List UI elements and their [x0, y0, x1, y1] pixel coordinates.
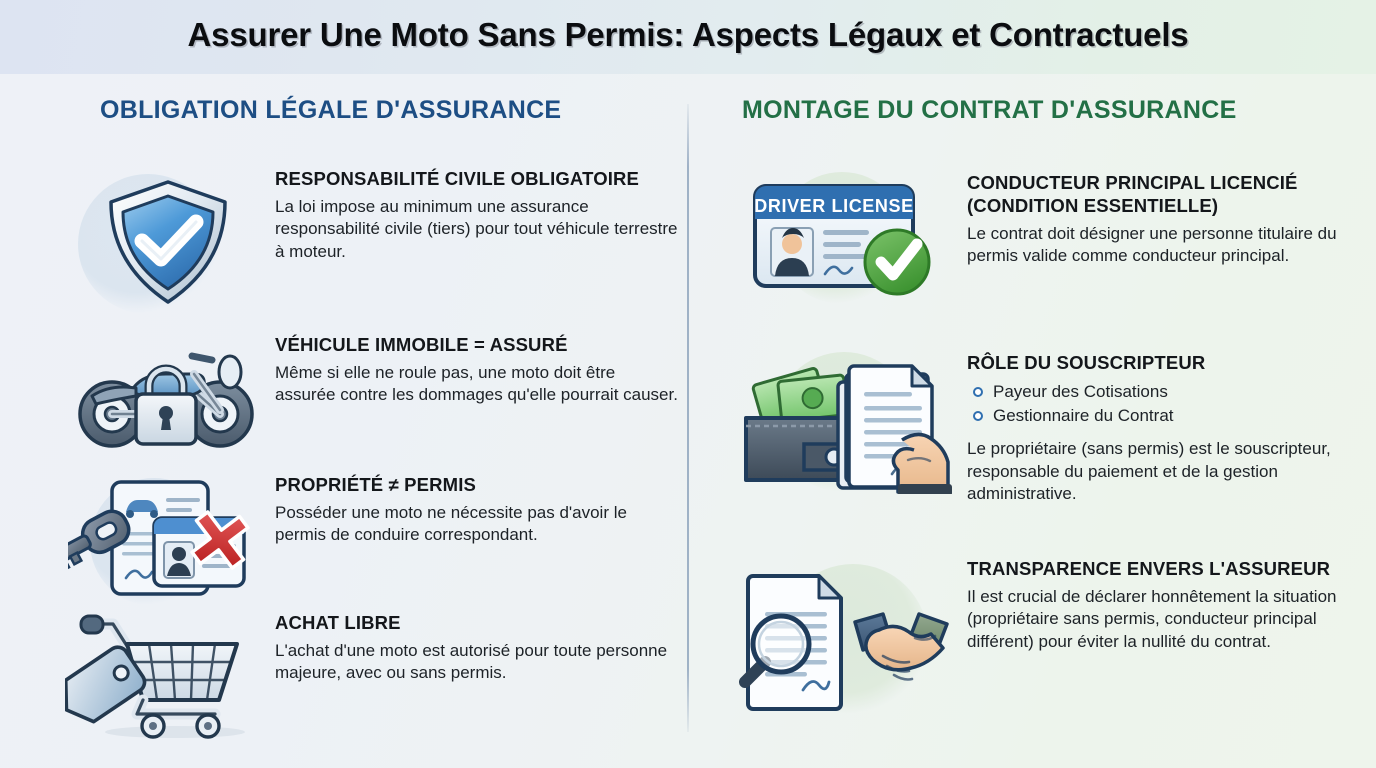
list-item-body: La loi impose au minimum une assurance r…: [275, 196, 678, 261]
list-item-body: Posséder une moto ne nécessite pas d'avo…: [275, 502, 627, 545]
list-item: ACHAT LIBRE L'achat d'une moto est autor…: [60, 612, 680, 742]
bullet-dot-icon: [973, 411, 983, 422]
list-item-text: RESPONSABILITÉ CIVILE OBLIGATOIRE La loi…: [275, 168, 680, 318]
list-item-title: CONDUCTEUR PRINCIPAL LICENCIÉ (CONDITION…: [967, 172, 1298, 216]
shield-check-icon: [60, 168, 275, 318]
list-item: VÉHICULE IMMOBILE = ASSURÉ Même si elle …: [60, 334, 680, 459]
magnifier-document-handshake-icon: [732, 558, 967, 718]
list-item: DRIVER LICENSE CONDUCTEUR PRINCIPAL LICE…: [732, 172, 1342, 307]
bullet-item: Payeur des Cotisations: [967, 380, 1342, 404]
shopping-cart-tag-icon: [60, 612, 275, 742]
header-band: [0, 0, 1376, 74]
list-item-text: PROPRIÉTÉ ≠ PERMIS Posséder une moto ne …: [275, 474, 680, 604]
list-item-text: CONDUCTEUR PRINCIPAL LICENCIÉ (CONDITION…: [967, 172, 1342, 307]
list-item-body: Il est crucial de déclarer honnêtement l…: [967, 586, 1337, 651]
driver-license-check-icon: DRIVER LICENSE: [732, 172, 967, 307]
list-item-text: ACHAT LIBRE L'achat d'une moto est autor…: [275, 612, 680, 742]
bullet-item: Gestionnaire du Contrat: [967, 404, 1342, 428]
list-item: TRANSPARENCE ENVERS L'ASSUREUR Il est cr…: [732, 558, 1342, 718]
list-item: RESPONSABILITÉ CIVILE OBLIGATOIRE La loi…: [60, 168, 680, 318]
list-item-body: L'achat d'une moto est autorisé pour tou…: [275, 640, 668, 683]
page-title: Assurer Une Moto Sans Permis: Aspects Lé…: [187, 16, 1189, 53]
list-item-body: Même si elle ne roule pas, une moto doit…: [275, 362, 678, 405]
list-item-title: RÔLE DU SOUSCRIPTEUR: [967, 352, 1206, 373]
bullet-dot-icon: [973, 386, 983, 397]
list-item-bullets: Payeur des Cotisations Gestionnaire du C…: [967, 380, 1342, 428]
key-documents-cross-icon: [60, 474, 275, 606]
list-item-title: ACHAT LIBRE: [275, 612, 401, 633]
right-column: MONTAGE DU CONTRAT D'ASSURANCE: [712, 96, 1342, 714]
list-item-title: TRANSPARENCE ENVERS L'ASSUREUR: [967, 558, 1331, 579]
left-column: OBLIGATION LÉGALE D'ASSURANCE: [60, 96, 680, 739]
driver-license-label: DRIVER LICENSE: [754, 196, 913, 216]
list-item-text: VÉHICULE IMMOBILE = ASSURÉ Même si elle …: [275, 334, 680, 459]
list-item: RÔLE DU SOUSCRIPTEUR Payeur des Cotisati…: [732, 352, 1342, 506]
list-item-title: VÉHICULE IMMOBILE = ASSURÉ: [275, 334, 568, 355]
list-item-title: PROPRIÉTÉ ≠ PERMIS: [275, 474, 476, 495]
bullet-label: Gestionnaire du Contrat: [993, 406, 1174, 426]
motorcycle-lock-icon: [60, 334, 275, 459]
left-column-heading: OBLIGATION LÉGALE D'ASSURANCE: [100, 96, 562, 124]
list-item-title: RESPONSABILITÉ CIVILE OBLIGATOIRE: [275, 168, 640, 189]
list-item-text: RÔLE DU SOUSCRIPTEUR Payeur des Cotisati…: [967, 352, 1342, 506]
list-item-text: TRANSPARENCE ENVERS L'ASSUREUR Il est cr…: [967, 558, 1342, 718]
list-item: PROPRIÉTÉ ≠ PERMIS Posséder une moto ne …: [60, 474, 680, 606]
right-column-heading: MONTAGE DU CONTRAT D'ASSURANCE: [742, 96, 1237, 124]
list-item-body: Le contrat doit désigner une personne ti…: [967, 223, 1337, 266]
column-divider: [687, 104, 689, 732]
list-item-body: Le propriétaire (sans permis) est le sou…: [967, 439, 1331, 504]
bullet-label: Payeur des Cotisations: [993, 381, 1168, 401]
wallet-documents-hand-icon: [732, 352, 967, 497]
